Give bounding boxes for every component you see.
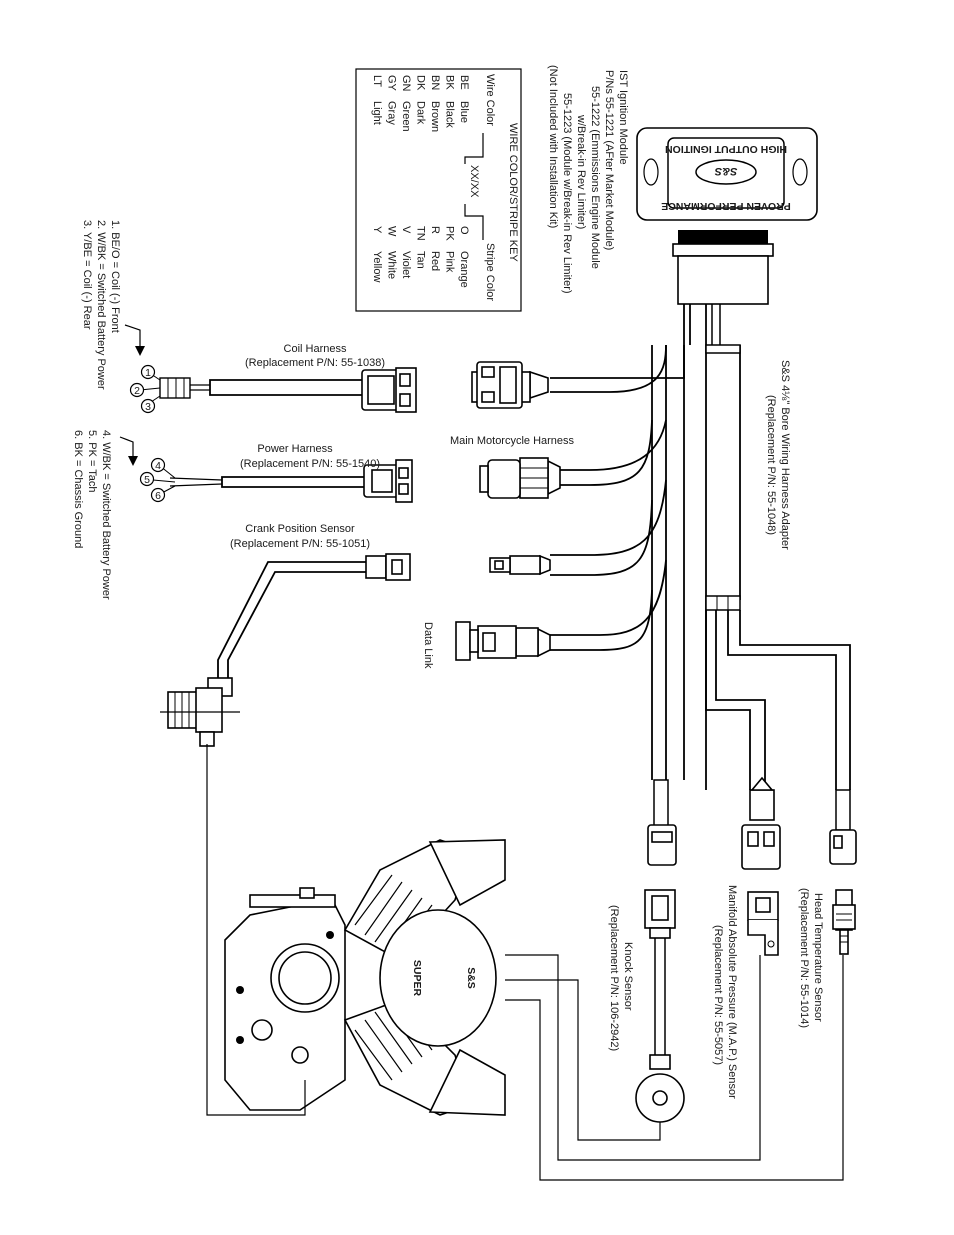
key-name-7: Light — [371, 101, 383, 125]
pin-markers: 1 2 3 4 5 6 — [129, 364, 166, 503]
key-name-1: Blue — [458, 101, 470, 123]
key-name-5: Green — [400, 101, 412, 132]
module-info-line-1: IST Ignition Module — [617, 70, 629, 165]
key-stripe-code-1: O — [458, 226, 470, 235]
power-note-1: 4. W/BK = Switched Battery Power — [100, 430, 112, 600]
routing-lines — [206, 744, 844, 1181]
coil-note-2: 2. W/BK = Switched Battery Power — [95, 220, 107, 390]
coil-harness — [139, 367, 417, 413]
engine-illustration: S&S SUPER — [224, 839, 506, 1116]
adapter-label: S&S 4⅛" Bore Wiring Harness Adapter — [779, 360, 791, 550]
coil-harness-pn: (Replacement P/N: 55-1038) — [245, 357, 385, 369]
key-stripe-code-7: Y — [371, 226, 383, 234]
color-key-title: WIRE COLOR/STRIPE KEY — [507, 123, 519, 262]
module-info: IST Ignition Module P/Ns 55-1221 (AFter … — [547, 65, 629, 294]
harness-trunk — [550, 304, 851, 790]
ignition-module: HIGH OUTPUT IGNITION S&S PROVEN PERFORMA… — [636, 127, 818, 305]
crank-position-sensor — [160, 553, 411, 747]
map-sensor-connector — [741, 776, 781, 870]
key-name-6: Gray — [386, 101, 398, 125]
module-info-line-6: (Not Included with Installation Kit) — [547, 65, 559, 228]
adapter-pn: (Replacement P/N: 55-1048) — [765, 395, 777, 535]
key-name-4: Dark — [415, 101, 427, 125]
knock-sensor-pn: (Replacement P/N: 106-2942) — [608, 905, 620, 1051]
pin-1: 1 — [145, 367, 151, 379]
power-harness — [152, 459, 413, 503]
pin-4: 4 — [155, 460, 161, 472]
coil-note-1: 1. BE/O = Coil (-) Front — [109, 220, 121, 333]
key-code-3: BN — [429, 75, 441, 90]
key-stripe-code-3: R — [429, 226, 441, 234]
data-link-connector — [455, 621, 551, 661]
map-sensor-pn: (Replacement P/N: 55-5057) — [712, 925, 724, 1065]
pin-3: 3 — [145, 401, 151, 413]
key-code-4: DK — [415, 75, 427, 91]
crank-sensor-pn: (Replacement P/N: 55-1051) — [230, 538, 370, 550]
main-harness-connector — [479, 457, 561, 499]
labels: S&S 4⅛" Bore Wiring Harness Adapter (Rep… — [72, 220, 824, 1099]
module-info-line-5: 55-1223 (Module w/Break-in Rev Limiter) — [561, 93, 573, 294]
engine-badge-super: SUPER — [411, 960, 423, 997]
crank-sensor-title: Crank Position Sensor — [245, 523, 355, 535]
key-stripe-name-7: Yellow — [371, 251, 383, 282]
map-sensor-title: Manifold Absolute Pressure (M.A.P.) Sens… — [726, 885, 738, 1099]
knock-sensor-title: Knock Sensor — [622, 942, 634, 1011]
key-code-1: BE — [458, 75, 470, 90]
key-stripe-name-5: Violet — [400, 251, 412, 278]
key-name-3: Brown — [429, 101, 441, 132]
pin-2: 2 — [134, 385, 140, 397]
key-stripe-name-1: Orange — [458, 251, 470, 288]
coil-note-3: 3. Y/BE = Coil (-) Rear — [81, 220, 93, 330]
key-stripe-code-6: W — [386, 226, 398, 237]
key-code-7: LT — [371, 75, 383, 87]
engine-badge: S&S — [465, 967, 477, 989]
head-temp-title: Head Temperature Sensor — [812, 893, 824, 1022]
pin-5: 5 — [144, 474, 150, 486]
color-key-format: XX/XX — [468, 165, 480, 198]
module-logo-top: HIGH OUTPUT IGNITION — [665, 143, 787, 155]
coil-harness-title: Coil Harness — [284, 343, 347, 355]
module-info-line-3: 55-1222 (Emmissions Engine Module — [589, 86, 601, 269]
data-link-label: Data Link — [422, 622, 434, 669]
key-stripe-name-6: White — [386, 251, 398, 279]
power-note-3: 6. BK = Chassis Ground — [72, 430, 84, 548]
key-stripe-name-3: Red — [429, 251, 441, 271]
module-logo-bottom: PROVEN PERFORMANCE — [661, 200, 791, 212]
color-key-stripe-label: Stripe Color — [484, 243, 496, 301]
main-harness-label: Main Motorcycle Harness — [450, 435, 575, 447]
crank-connector-harness-side — [489, 554, 551, 576]
head-temp-pn: (Replacement P/N: 55-1014) — [798, 888, 810, 1028]
key-stripe-code-4: TN — [415, 226, 427, 241]
module-info-line-2: P/Ns 55-1221 (AFter Market Module) — [603, 70, 615, 250]
module-info-line-4: w/Break-in Rev Limiter) — [575, 114, 587, 229]
module-logo-mid: S&S — [714, 165, 737, 177]
head-temp-connector — [829, 789, 857, 865]
key-name-2: Black — [444, 101, 456, 128]
knock-sensor-connector — [647, 779, 677, 866]
key-stripe-name-4: Tan — [415, 251, 427, 269]
key-code-5: GN — [400, 75, 412, 92]
knock-sensor — [635, 889, 685, 1123]
color-key-wire-label: Wire Color — [484, 74, 496, 126]
key-code-6: GY — [386, 75, 398, 92]
color-key: WIRE COLOR/STRIPE KEY Wire Color XX/XX S… — [355, 68, 522, 312]
power-note-2: 5. PK = Tach — [86, 430, 98, 492]
key-stripe-name-2: Pink — [444, 251, 456, 273]
key-stripe-code-5: V — [400, 226, 412, 234]
key-code-2: BK — [444, 75, 456, 90]
coil-harness-connector-female — [471, 361, 549, 409]
head-temperature-sensor — [832, 889, 856, 955]
pin-6: 6 — [155, 490, 161, 502]
map-sensor — [747, 891, 779, 956]
power-harness-title: Power Harness — [257, 443, 333, 455]
key-stripe-code-2: PK — [444, 226, 456, 241]
callout-arrows — [119, 324, 145, 466]
power-harness-pn: (Replacement P/N: 55-1540) — [240, 458, 380, 470]
